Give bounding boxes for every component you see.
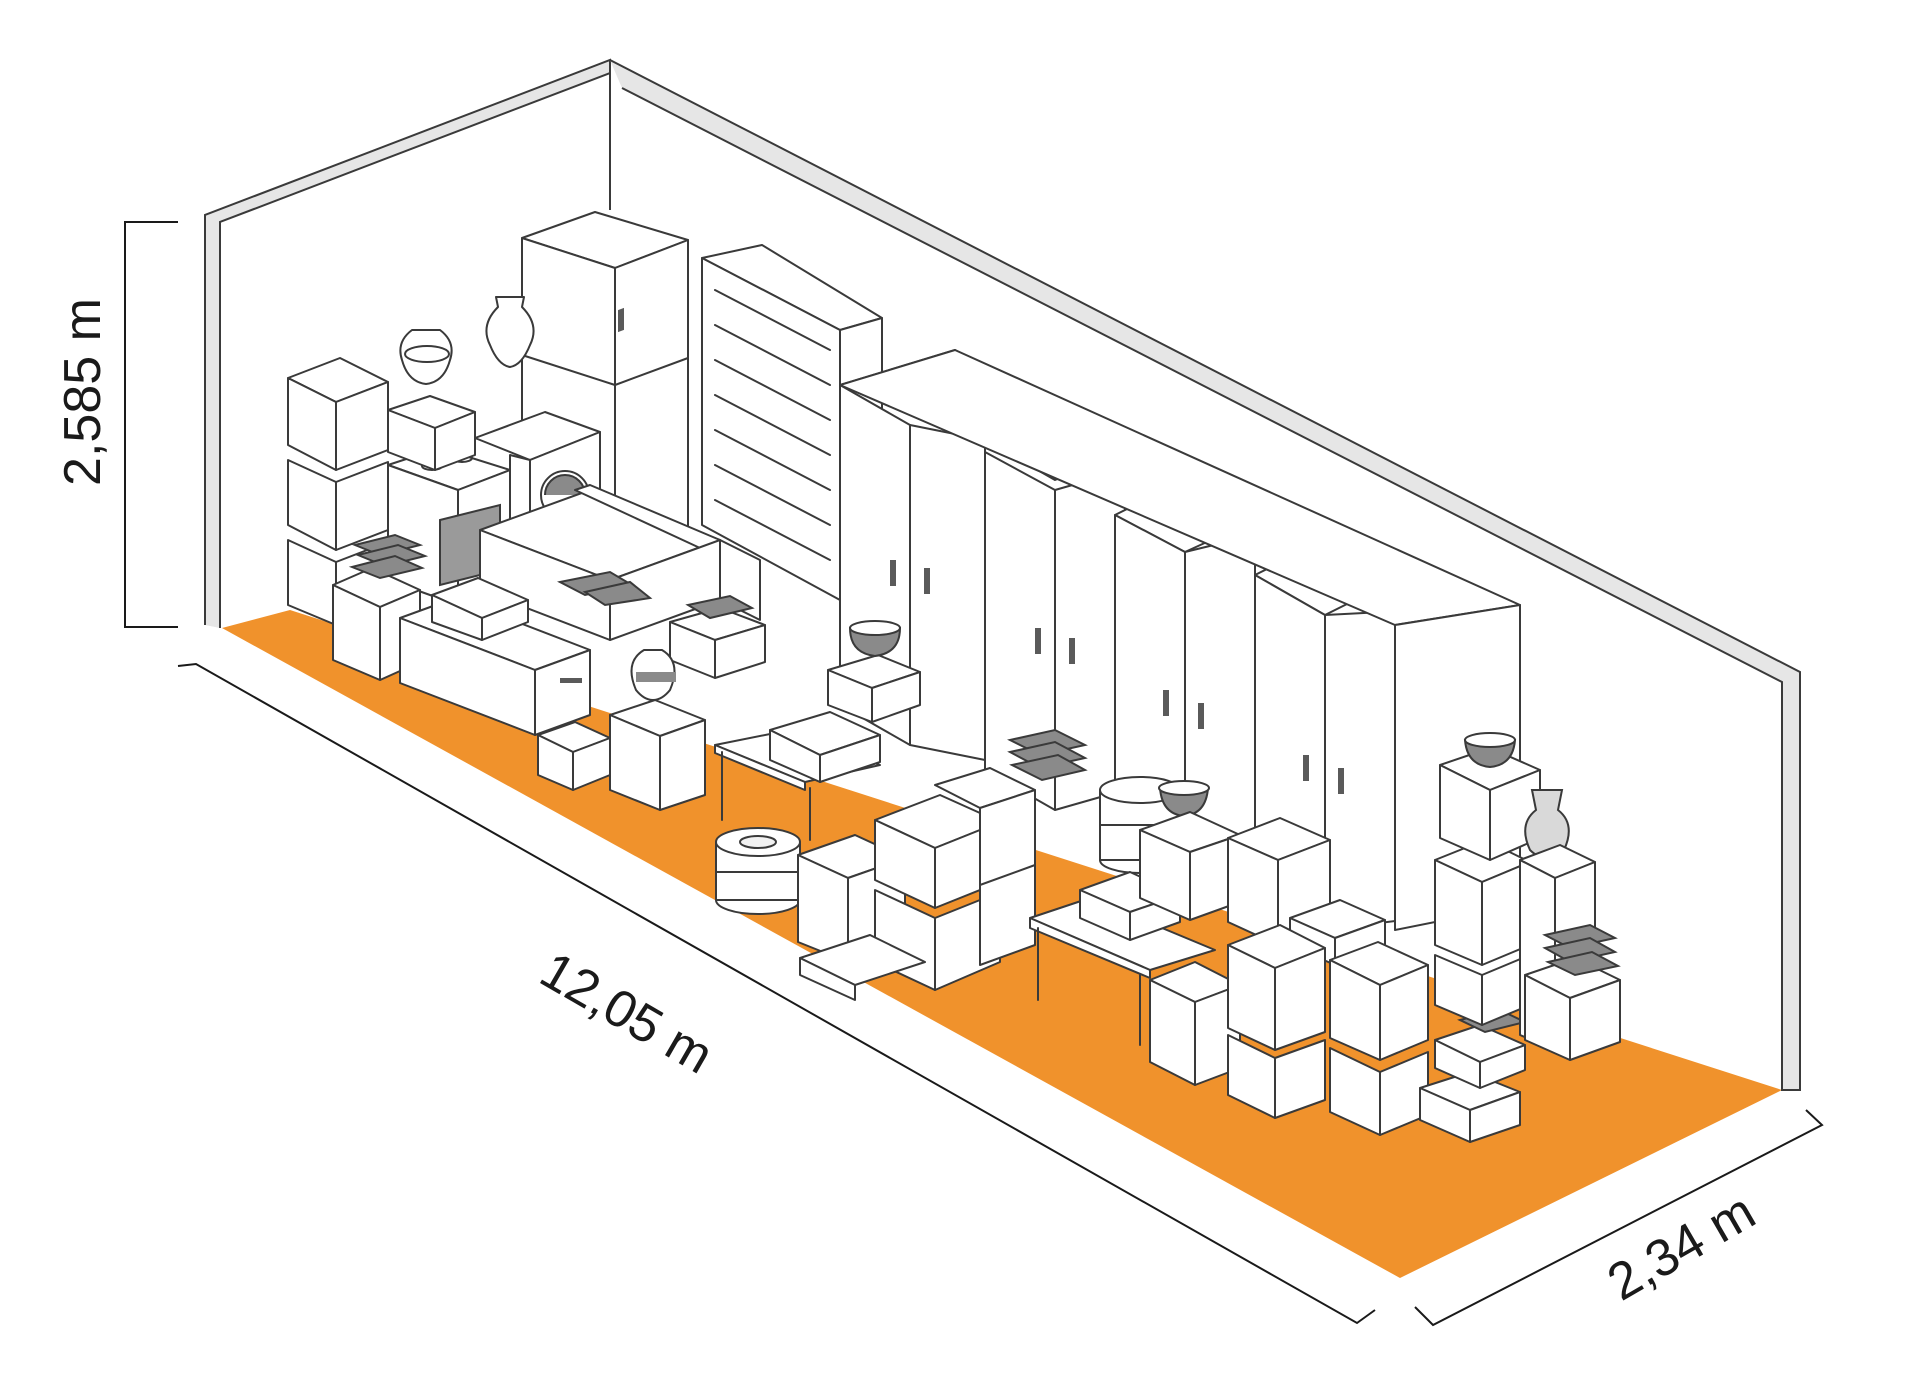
moving-box bbox=[537, 721, 611, 791]
tire-stack bbox=[715, 827, 801, 915]
moving-box bbox=[1329, 1047, 1429, 1136]
bowl bbox=[848, 620, 902, 658]
left-wall bbox=[204, 58, 611, 628]
moving-box bbox=[1329, 941, 1429, 1061]
vase bbox=[399, 329, 453, 385]
moving-box bbox=[799, 934, 926, 1001]
book-stack bbox=[1542, 923, 1621, 977]
moving-box bbox=[1434, 839, 1531, 966]
moving-box bbox=[1227, 924, 1326, 1051]
moving-box bbox=[609, 699, 706, 811]
moving-box bbox=[1434, 954, 1531, 1026]
bowl bbox=[1158, 780, 1210, 818]
moving-box bbox=[1434, 1024, 1526, 1089]
book-stack bbox=[685, 594, 755, 620]
width-dimension-line bbox=[1414, 1109, 1824, 1327]
moving-box bbox=[431, 577, 529, 641]
width-label: 2,34 m bbox=[1598, 1182, 1765, 1312]
back-wall-edge bbox=[609, 59, 1801, 1091]
vase bbox=[630, 649, 676, 701]
tire-stack bbox=[1099, 776, 1181, 874]
moving-box bbox=[1139, 811, 1241, 921]
moving-box bbox=[287, 459, 389, 551]
bowl bbox=[1463, 732, 1517, 769]
moving-box bbox=[769, 711, 881, 783]
moving-box bbox=[1524, 957, 1621, 1061]
moving-box bbox=[669, 607, 766, 679]
vase bbox=[485, 296, 535, 368]
moving-box bbox=[1439, 747, 1541, 861]
length-dimension-line bbox=[177, 662, 1376, 1325]
book-stack bbox=[1007, 728, 1088, 782]
sofa bbox=[479, 484, 761, 641]
moving-box bbox=[387, 395, 476, 471]
height-dimension-line bbox=[124, 221, 178, 628]
book-stack bbox=[557, 570, 653, 607]
length-label: 12,05 m bbox=[531, 941, 723, 1085]
moving-box bbox=[1419, 1071, 1521, 1143]
height-label: 2,585 m bbox=[54, 298, 112, 486]
moving-box bbox=[934, 767, 1036, 966]
moving-box bbox=[1227, 1034, 1326, 1119]
moving-box bbox=[827, 654, 921, 723]
moving-box bbox=[1149, 961, 1241, 1086]
book-stack bbox=[348, 533, 429, 580]
moving-box bbox=[287, 357, 389, 471]
